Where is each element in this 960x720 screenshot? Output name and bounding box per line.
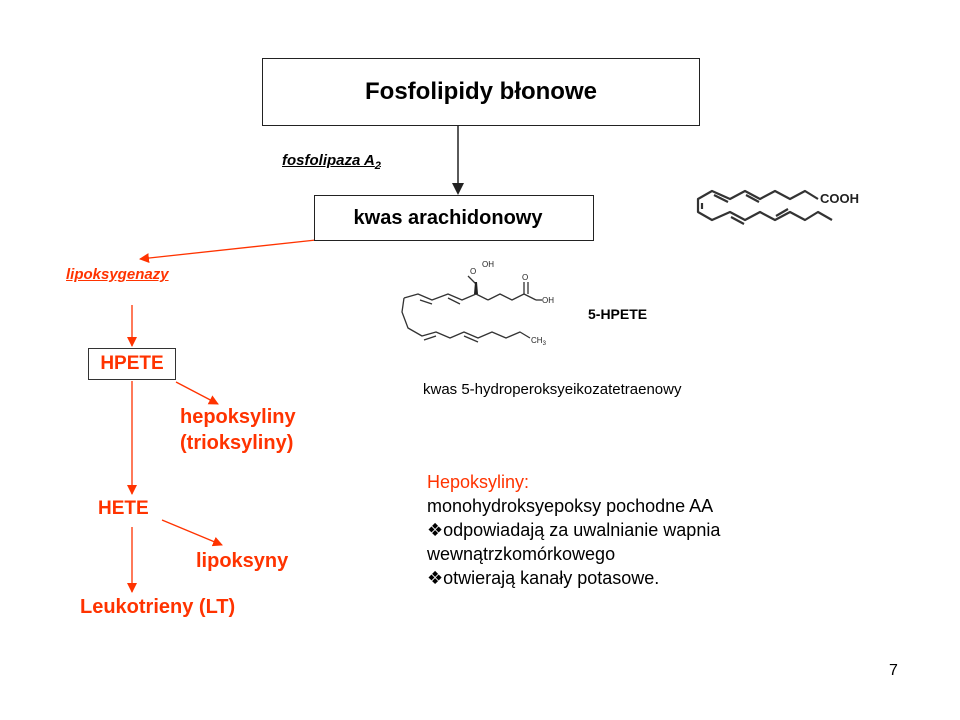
phospholipase-a2-text: fosfolipaza A bbox=[282, 152, 375, 169]
hepoxilins-label: hepoksyliny bbox=[180, 406, 296, 428]
hpete-ch3-label: CH3 bbox=[531, 336, 547, 347]
info-heading: Hepoksyliny: bbox=[427, 472, 530, 492]
arachidonic-acid-structure: COOH bbox=[696, 189, 859, 225]
arrow-to-lox bbox=[139, 239, 317, 264]
phospholipase-a2-label: fosfolipaza A2 bbox=[282, 152, 381, 172]
bullet-icon: ❖ bbox=[427, 568, 444, 588]
hpete-box: HPETE bbox=[88, 348, 176, 380]
hete-node: HETE bbox=[98, 498, 149, 519]
5-hpete-structure: O OH O OH CH3 bbox=[401, 260, 554, 347]
hpete-oh-top-label: OH bbox=[482, 260, 494, 269]
leukotrienes-node: Leukotrieny (LT) bbox=[80, 596, 236, 618]
page-number: 7 bbox=[889, 662, 898, 679]
phospholipase-a2-subscript: 2 bbox=[374, 160, 381, 172]
cooh-label: COOH bbox=[820, 191, 859, 206]
hepoxilins-info: Hepoksyliny: monohydroksyepoksy pochodne… bbox=[427, 470, 847, 590]
hepoxilins-node: hepoksyliny (trioksyliny) bbox=[180, 404, 296, 456]
trioxilins-label: (trioksyliny) bbox=[180, 432, 294, 454]
info-bullet-1-continued: wewnątrzkomórkowego bbox=[427, 544, 616, 564]
lipoxygenases-label: lipoksygenazy bbox=[66, 266, 169, 283]
arachidonic-acid-box: kwas arachidonowy bbox=[314, 195, 594, 241]
hpete-oh-label: OH bbox=[542, 296, 554, 305]
5-hpete-full-name: kwas 5-hydroperoksyeikozatetraenowy bbox=[423, 381, 682, 398]
hpete-o-top-label: O bbox=[470, 267, 476, 276]
hpete-o-label: O bbox=[522, 273, 528, 282]
info-line-1: monohydroksyepoksy pochodne AA bbox=[427, 496, 714, 516]
membrane-phospholipids-box: Fosfolipidy błonowe bbox=[262, 58, 700, 126]
info-bullet-1: ❖odpowiadają za uwalnianie wapnia bbox=[427, 518, 847, 542]
arrow-hpete-hepoxilins bbox=[175, 381, 219, 405]
bullet-icon: ❖ bbox=[427, 520, 444, 540]
info-bullet-1-text: odpowiadają za uwalnianie wapnia bbox=[443, 520, 721, 540]
5-hpete-label: 5-HPETE bbox=[588, 306, 648, 322]
info-bullet-2: ❖otwierają kanały potasowe. bbox=[427, 566, 847, 590]
arrow-hete-lipoxins bbox=[161, 519, 223, 547]
info-bullet-2-text: otwierają kanały potasowe. bbox=[443, 568, 660, 588]
lipoxins-node: lipoksyny bbox=[196, 550, 289, 572]
